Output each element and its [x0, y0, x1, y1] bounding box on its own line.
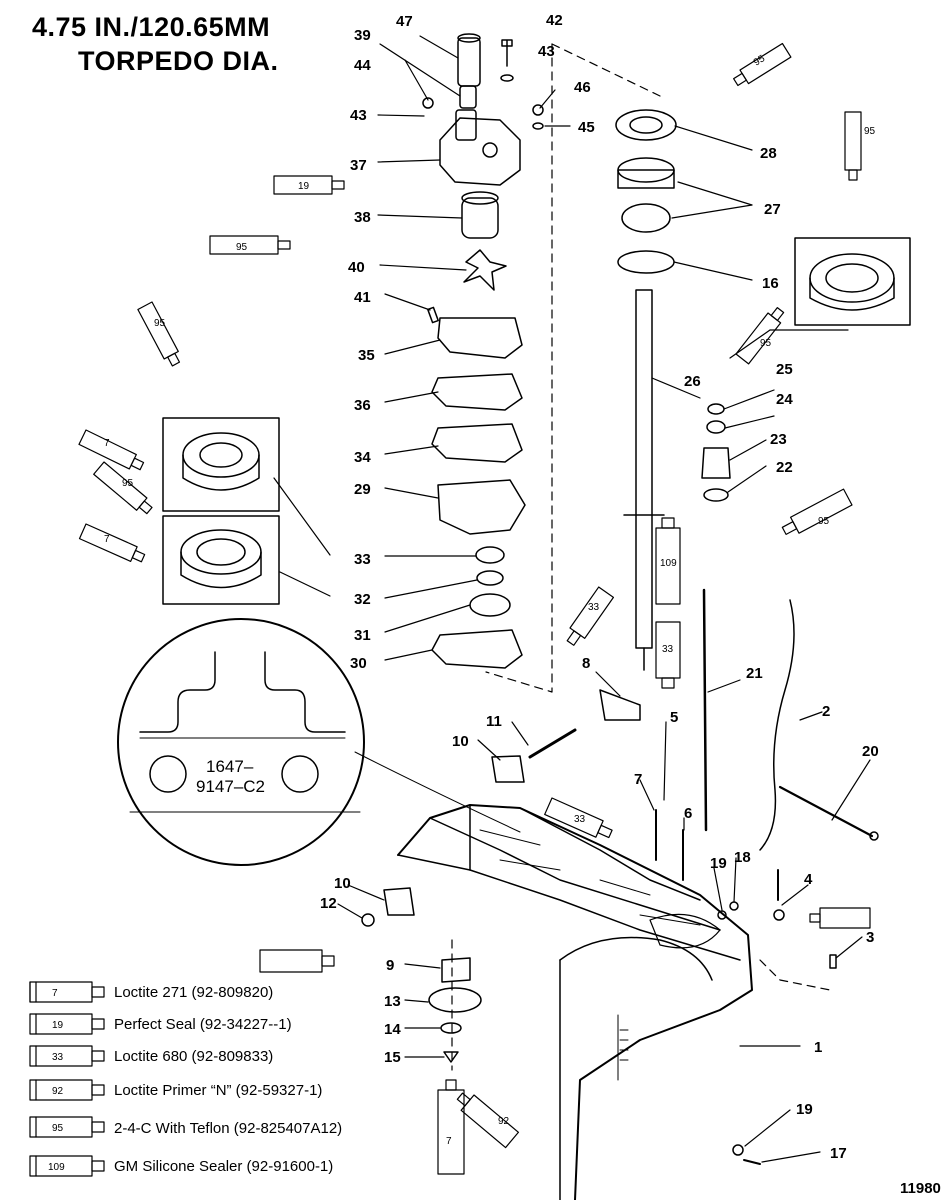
svg-text:95: 95 [52, 1123, 64, 1134]
legend-item-2-4-c: 2-4-C With Teflon (92-825407A12) [114, 1120, 343, 1137]
callout: 4 [804, 871, 813, 888]
legend-item-primer-n: Loctite Primer “N” (92-59327-1) [114, 1082, 323, 1099]
bearing-insets [162, 237, 911, 605]
callout: 43 [538, 43, 555, 60]
callout: 22 [776, 459, 793, 476]
diagram-subtitle: TORPEDO DIA. [78, 46, 279, 76]
callout: 44 [354, 57, 371, 74]
svg-text:7: 7 [104, 438, 110, 449]
legend-tube-numbers: 7 19 33 92 95 109 [48, 988, 65, 1173]
callout: 9 [386, 957, 394, 974]
callout: 24 [776, 391, 793, 408]
callout: 18 [734, 849, 751, 866]
figure-reference-number: 11980 [900, 1180, 941, 1197]
svg-text:95: 95 [760, 338, 772, 349]
sealant-tubes [29, 42, 871, 1177]
callout: 13 [384, 993, 401, 1010]
svg-text:95: 95 [864, 126, 876, 137]
callout: 35 [358, 347, 375, 364]
callout: 31 [354, 627, 371, 644]
svg-text:7: 7 [104, 534, 110, 545]
svg-text:95: 95 [236, 242, 248, 253]
callout-numbers: 47 42 43 39 44 43 46 45 37 38 40 41 35 3… [320, 12, 879, 1162]
callout: 19 [710, 855, 727, 872]
svg-text:9147–C2: 9147–C2 [196, 777, 265, 796]
detail-circle-inset [117, 618, 521, 866]
callout: 43 [350, 107, 367, 124]
svg-text:7: 7 [446, 1136, 452, 1147]
callout: 38 [354, 209, 371, 226]
callout: 27 [764, 201, 781, 218]
svg-text:92: 92 [498, 1116, 510, 1127]
callout: 46 [574, 79, 591, 96]
tube-labels: 95 95 19 95 95 7 95 7 95 109 33 33 95 33… [104, 53, 876, 1147]
callout: 14 [384, 1021, 401, 1038]
svg-text:33: 33 [662, 644, 674, 655]
svg-text:109: 109 [660, 558, 677, 569]
inset-part-code: 1647– 9147–C2 [196, 757, 265, 796]
callout: 40 [348, 259, 365, 276]
callout: 29 [354, 481, 371, 498]
callout: 10 [334, 875, 351, 892]
callout: 26 [684, 373, 701, 390]
callout: 47 [396, 13, 413, 30]
gear-housing [397, 804, 753, 1200]
callout: 42 [546, 12, 563, 29]
svg-text:33: 33 [588, 602, 600, 613]
callout: 7 [634, 771, 642, 788]
callout: 34 [354, 449, 371, 466]
callout: 6 [684, 805, 692, 822]
legend-item-loctite-680: Loctite 680 (92-809833) [114, 1048, 274, 1065]
leader-lines [273, 35, 871, 1163]
callout: 25 [776, 361, 793, 378]
svg-text:19: 19 [52, 1020, 64, 1031]
legend-item-perfect-seal: Perfect Seal (92-34227--1) [114, 1016, 292, 1033]
svg-text:7: 7 [52, 988, 58, 999]
legend-item-gm-silicone: GM Silicone Sealer (92-91600-1) [114, 1158, 334, 1175]
callout: 23 [770, 431, 787, 448]
svg-text:33: 33 [52, 1052, 64, 1063]
callout: 32 [354, 591, 371, 608]
svg-text:1647–: 1647– [206, 757, 254, 776]
callout: 20 [862, 743, 879, 760]
callout: 3 [866, 929, 874, 946]
diagram-title: 4.75 IN./120.65MM [32, 12, 271, 42]
callout: 1 [814, 1039, 822, 1056]
svg-text:95: 95 [122, 478, 134, 489]
driveshaft-assembly [361, 109, 879, 1165]
legend-item-loctite-271: Loctite 271 (92-809820) [114, 984, 274, 1001]
svg-text:95: 95 [818, 516, 830, 527]
callout: 5 [670, 709, 678, 726]
callout: 45 [578, 119, 595, 136]
svg-text:19: 19 [298, 181, 310, 192]
water-pump-stack [422, 33, 661, 693]
svg-text:92: 92 [52, 1086, 64, 1097]
callout: 19 [796, 1101, 813, 1118]
callout: 10 [452, 733, 469, 750]
callout: 33 [354, 551, 371, 568]
legend-tube-icons [29, 981, 105, 1177]
callout: 17 [830, 1145, 847, 1162]
callout: 8 [582, 655, 590, 672]
callout: 2 [822, 703, 830, 720]
callout: 16 [762, 275, 779, 292]
svg-text:109: 109 [48, 1162, 65, 1173]
callout: 15 [384, 1049, 401, 1066]
callout: 30 [350, 655, 367, 672]
svg-text:95: 95 [752, 53, 768, 68]
svg-text:95: 95 [154, 318, 166, 329]
callout: 41 [354, 289, 371, 306]
callout: 21 [746, 665, 763, 682]
callout: 11 [486, 713, 502, 730]
callout: 12 [320, 895, 337, 912]
callout: 36 [354, 397, 371, 414]
svg-text:33: 33 [574, 814, 586, 825]
callout: 28 [760, 145, 777, 162]
callout: 39 [354, 27, 371, 44]
callout: 37 [350, 157, 367, 174]
